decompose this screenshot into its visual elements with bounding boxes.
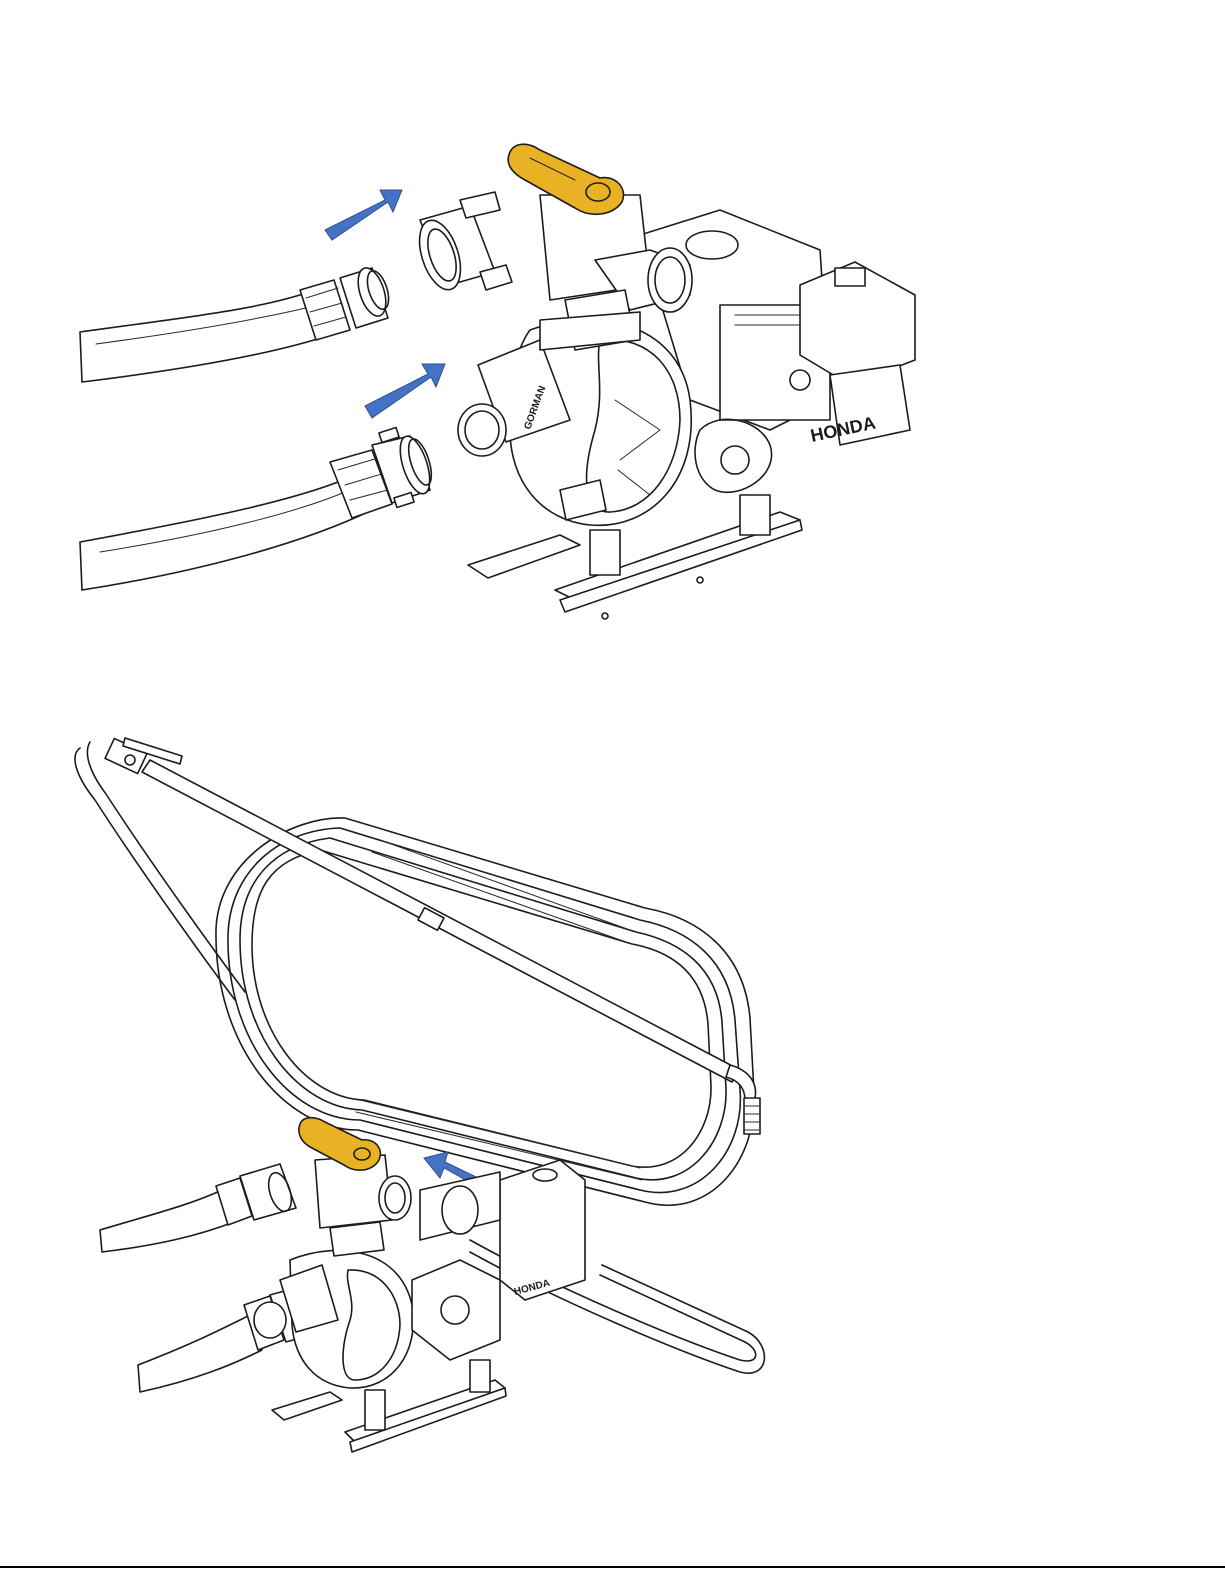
discharge-hose: [80, 265, 393, 382]
wand-valve: [105, 738, 182, 774]
valve-handle-icon: [508, 144, 623, 214]
figure-pump-hose-coil: HONDA: [0, 720, 1225, 1480]
wand-nozzle: [726, 1065, 760, 1134]
discharge-hose: [100, 1164, 296, 1252]
suction-hose: [80, 427, 436, 590]
figure-bottom-drawing: HONDA: [0, 720, 1225, 1480]
arrow-icon: [325, 190, 402, 240]
figure-top-drawing: HONDA GORMAN: [0, 100, 1225, 660]
arrow-icon: [365, 364, 445, 418]
valve-handle-icon: [299, 1118, 380, 1170]
coiled-hose: [216, 818, 754, 1205]
pump-icon: HONDA: [254, 1160, 585, 1388]
figure-pump-hose-connection: HONDA GORMAN: [0, 100, 1225, 660]
page-bottom-rule: [0, 1566, 1225, 1568]
cam-coupling-icon: [412, 192, 512, 295]
